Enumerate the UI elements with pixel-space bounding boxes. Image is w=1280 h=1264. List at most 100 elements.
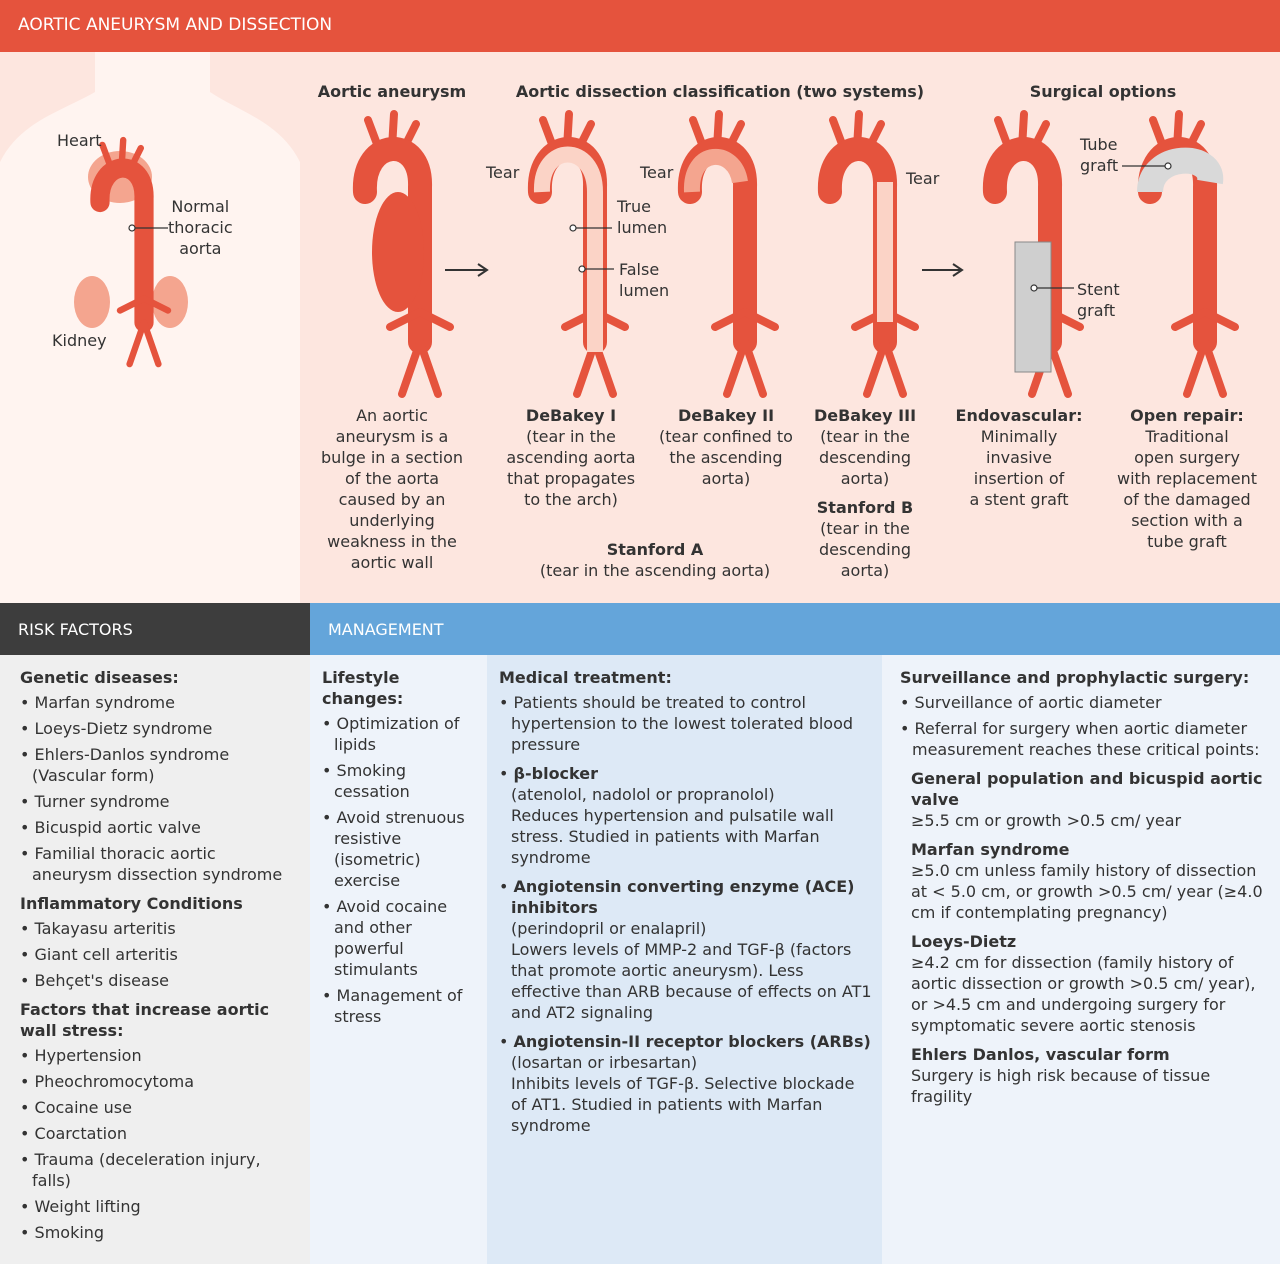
criteria-block: General population and bicuspid aortic v… <box>911 768 1270 831</box>
stent-graft-icon <box>1014 241 1052 373</box>
tear-label: Tear <box>486 163 520 182</box>
list-item: Ehlers-Danlos syndrome (Vascular form) <box>20 744 300 786</box>
list-item: Coarctation <box>20 1123 300 1144</box>
kidney-right-icon <box>152 276 188 328</box>
list-item: Marfan syndrome <box>20 692 300 713</box>
drug-class: Angiotensin converting enzyme (ACE) inhi… <box>511 877 855 917</box>
list-item: Avoid strenuous resistive (isometric) ex… <box>322 807 477 891</box>
criteria-text: ≥5.0 cm unless family history of dissect… <box>911 861 1263 922</box>
management-header: MANAGEMENT <box>310 603 1280 655</box>
endovascular-title: Endovascular: <box>955 406 1083 425</box>
risk-group-title: Genetic diseases: <box>20 668 179 687</box>
debakey1-false-lumen <box>534 146 603 352</box>
tear-label: Tear <box>640 163 674 182</box>
stent-graft-label: Stent graft <box>1077 280 1120 320</box>
risk-list: Marfan syndromeLoeys-Dietz syndromeEhler… <box>20 692 300 885</box>
list-item: Avoid cocaine and other powerful stimula… <box>322 896 477 980</box>
list-item: β-blocker (atenolol, nadolol or proprano… <box>499 763 872 868</box>
list-item: Cocaine use <box>20 1097 300 1118</box>
criteria-title: Ehlers Danlos, vascular form <box>911 1045 1170 1064</box>
kidney-label: Kidney <box>52 331 107 350</box>
surveillance-title: Surveillance and prophylactic surgery: <box>900 668 1250 687</box>
debakey2-caption: (tear confined to the ascending aorta) <box>659 427 793 488</box>
list-item: Pheochromocytoma <box>20 1071 300 1092</box>
drug-class: β-blocker <box>513 764 598 783</box>
illustration-panel: Heart Normal thoracic aorta Kidney Aorti… <box>0 52 1280 603</box>
risk-group-title: Factors that increase aortic wall stress… <box>20 1000 270 1040</box>
list-item: Surveillance of aortic diameter <box>900 692 1270 713</box>
debakey3-caption: (tear in the descending aorta) <box>818 427 911 488</box>
open-repair-title: Open repair: <box>1130 406 1244 425</box>
medical-treatment-column: Medical treatment: Patients should be tre… <box>487 655 882 1264</box>
criteria-text: Surgery is high risk because of tissue f… <box>911 1066 1211 1106</box>
criteria-text: ≥5.5 cm or growth >0.5 cm/ year <box>911 811 1182 830</box>
list-item: Behçet's disease <box>20 970 300 991</box>
stanfordb-title: Stanford B <box>816 498 914 517</box>
heart-label: Heart <box>57 131 102 150</box>
arrow-icon <box>445 263 489 277</box>
surgical-title: Surgical options <box>1029 82 1177 101</box>
aorta-illustrations <box>0 52 1280 603</box>
page-title: AORTIC ANEURYSM AND DISSECTION <box>0 0 1280 52</box>
aneurysm-caption: An aortic aneurysm is a bulge in a secti… <box>320 406 463 572</box>
debakey1-caption: (tear in the ascending aorta that propag… <box>506 427 636 509</box>
list-item: Trauma (deceleration injury, falls) <box>20 1149 300 1191</box>
list-item: Referral for surgery when aortic diamete… <box>900 718 1270 760</box>
stanforda-title: Stanford A <box>606 540 704 559</box>
medical-list: Patients should be treated to control hy… <box>499 692 872 1136</box>
debakey3-aorta <box>830 114 915 394</box>
debakey1-title: DeBakey I <box>525 406 617 425</box>
normal-aorta-label: Normal thoracic aorta <box>168 197 233 258</box>
lifestyle-column: Lifestyle changes: Optimization of lipids… <box>310 655 487 1264</box>
criteria-text: ≥4.2 cm for dissection (family history o… <box>911 953 1256 1035</box>
aneurysm-title: Aortic aneurysm <box>317 82 467 101</box>
list-item: Takayasu arteritis <box>20 918 300 939</box>
list-item: Giant cell arteritis <box>20 944 300 965</box>
stanfordb-caption: (tear in the descending aorta) <box>818 519 911 580</box>
endovascular-caption: Minimally invasive insertion of a stent … <box>969 427 1069 509</box>
criteria-title: General population and bicuspid aortic v… <box>911 769 1263 809</box>
criteria-title: Loeys-Dietz <box>911 932 1017 951</box>
debakey2-title: DeBakey II <box>677 406 775 425</box>
dissection-title: Aortic dissection classification (two sy… <box>515 82 925 101</box>
criteria-block: Loeys-Dietz ≥4.2 cm for dissection (famil… <box>911 931 1270 1036</box>
risk-list: Takayasu arteritisGiant cell arteritisBe… <box>20 918 300 991</box>
tube-graft-icon <box>1137 147 1224 194</box>
list-item: Management of stress <box>322 985 477 1027</box>
list-item: Patients should be treated to control hy… <box>499 692 872 755</box>
list-item: Loeys-Dietz syndrome <box>20 718 300 739</box>
false-lumen-label: False lumen <box>619 260 670 300</box>
tube-graft-label: Tube graft <box>1080 135 1119 175</box>
list-item: Hypertension <box>20 1045 300 1066</box>
list-item: Bicuspid aortic valve <box>20 817 300 838</box>
aneurysm-bulge <box>372 192 424 312</box>
medical-title: Medical treatment: <box>499 668 672 687</box>
risk-list: HypertensionPheochromocytomaCocaine useC… <box>20 1045 300 1243</box>
arrow-icon <box>922 263 964 277</box>
lifestyle-list: Optimization of lipidsSmoking cessationA… <box>322 713 477 1027</box>
list-item: Smoking <box>20 1222 300 1243</box>
list-item: Optimization of lipids <box>322 713 477 755</box>
open-repair-caption: Traditional open surgery with replacemen… <box>1117 427 1257 551</box>
stanforda-caption: (tear in the ascending aorta) <box>539 561 771 580</box>
list-item: Smoking cessation <box>322 760 477 802</box>
surveillance-column: Surveillance and prophylactic surgery: Su… <box>882 655 1280 1264</box>
risk-group-title: Inflammatory Conditions <box>20 894 243 913</box>
debakey3-title: DeBakey III <box>813 406 917 425</box>
lifestyle-title: Lifestyle changes: <box>322 668 404 708</box>
surveillance-list: Surveillance of aortic diameterReferral … <box>900 692 1270 760</box>
list-item: Angiotensin converting enzyme (ACE) inhi… <box>499 876 872 1023</box>
list-item: Weight lifting <box>20 1196 300 1217</box>
list-item: Familial thoracic aortic aneurysm dissec… <box>20 843 300 885</box>
tear-label: Tear <box>906 169 940 188</box>
risk-factors-column: Genetic diseases: Marfan syndromeLoeys-Di… <box>0 655 310 1264</box>
true-lumen-label: True lumen <box>617 197 668 237</box>
risk-factors-header: RISK FACTORS <box>0 603 310 655</box>
criteria-block: Marfan syndrome ≥5.0 cm unless family his… <box>911 839 1270 923</box>
criteria-title: Marfan syndrome <box>911 840 1070 859</box>
debakey2-false-lumen <box>684 149 748 193</box>
drug-class: Angiotensin-II receptor blockers (ARBs) <box>513 1032 871 1051</box>
list-item: Angiotensin-II receptor blockers (ARBs) … <box>499 1031 872 1136</box>
list-item: Turner syndrome <box>20 791 300 812</box>
